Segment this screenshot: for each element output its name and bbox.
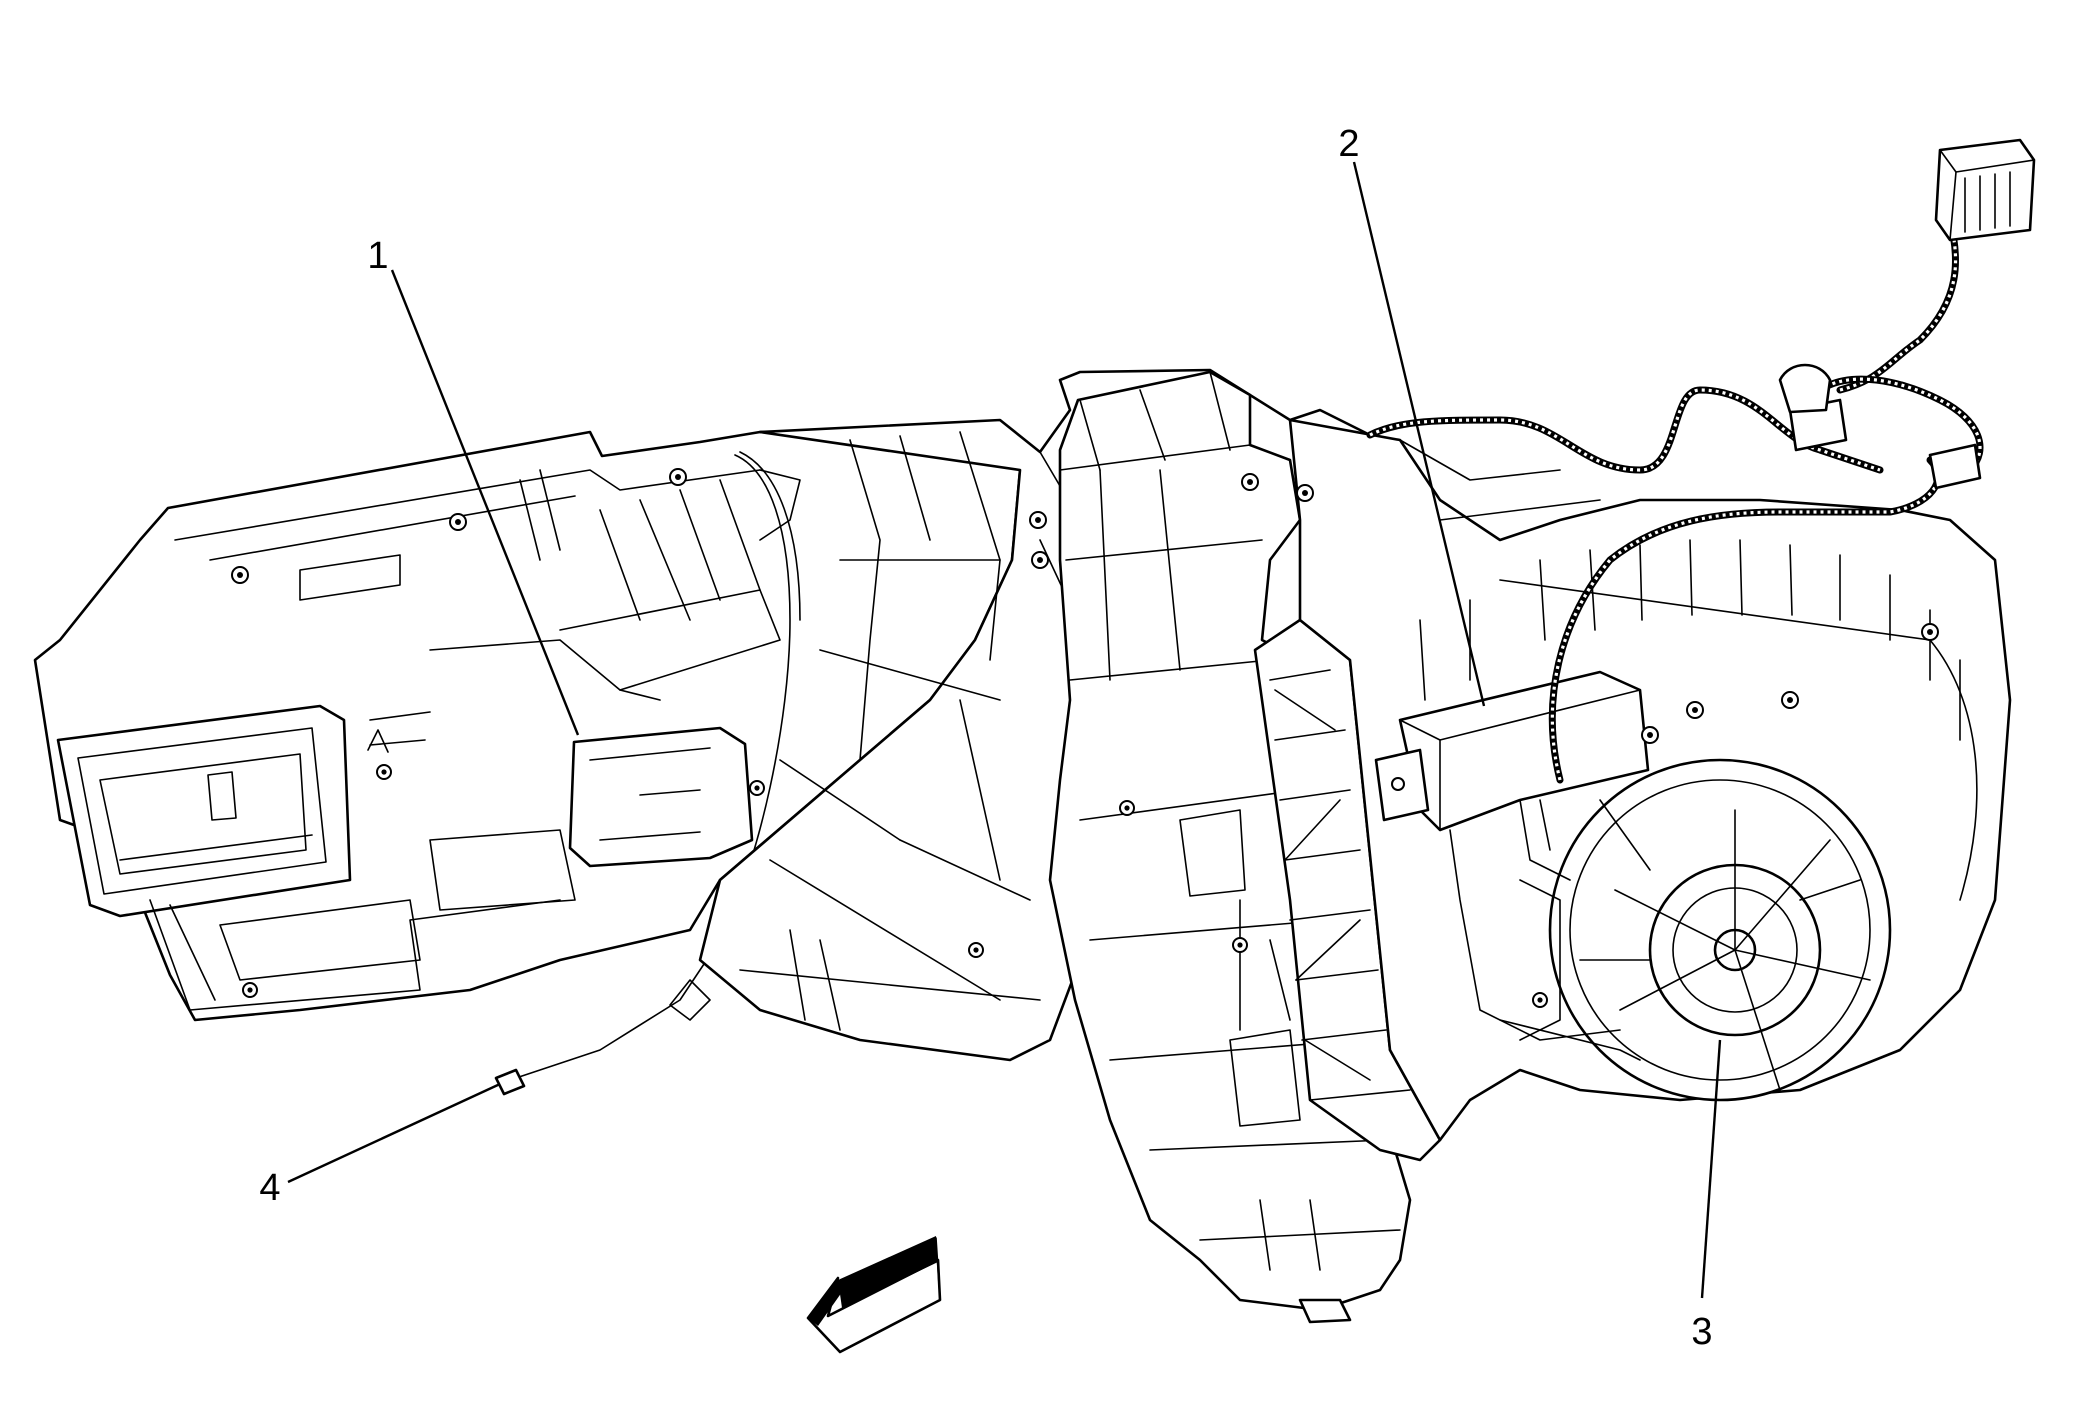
callout-4: 4 xyxy=(259,1167,280,1209)
blower-housing xyxy=(1288,418,2012,1142)
leader-2 xyxy=(1352,161,1486,707)
leader-1 xyxy=(390,269,580,736)
fasteners xyxy=(231,468,1939,1008)
callout-leaders xyxy=(287,161,1722,1299)
callout-2: 2 xyxy=(1338,123,1359,165)
callout-1: 1 xyxy=(367,235,388,277)
left-housing xyxy=(33,430,1022,1096)
blower-control-module xyxy=(1374,670,1650,1041)
callout-3: 3 xyxy=(1691,1311,1712,1353)
leader-3 xyxy=(1700,1039,1722,1299)
callout-labels: 1 2 3 4 xyxy=(259,123,1712,1353)
leader-4 xyxy=(287,1082,501,1184)
arrow-front-icon xyxy=(806,1236,942,1354)
wiring-harness xyxy=(1366,138,2036,881)
